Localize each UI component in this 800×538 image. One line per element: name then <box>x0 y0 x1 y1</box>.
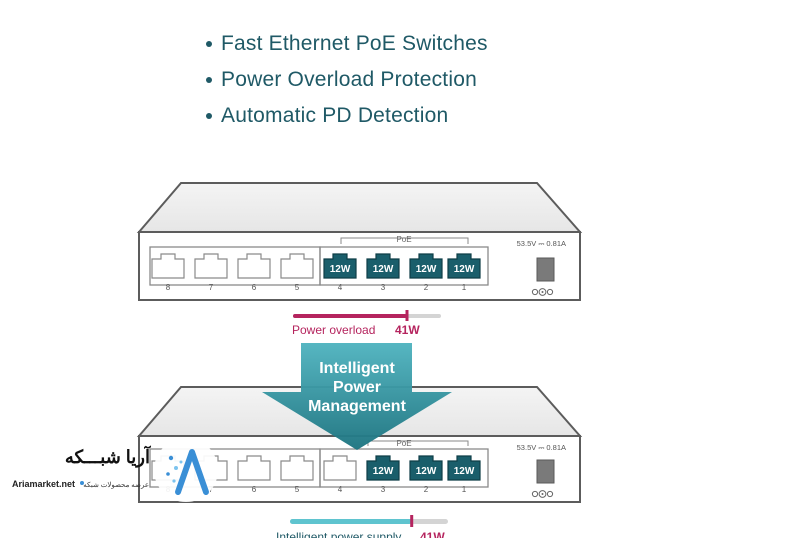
ethernet-port: 8 <box>151 253 185 292</box>
port-load-label: 12W <box>373 466 394 477</box>
port-number: 2 <box>424 485 429 494</box>
port-load-label: 12W <box>454 264 475 275</box>
feature-text: Fast Ethernet PoE Switches <box>221 32 488 55</box>
feature-text: Power Overload Protection <box>221 68 477 91</box>
feature-text: Automatic PD Detection <box>221 104 449 127</box>
feature-item: Automatic PD Detection <box>206 98 488 134</box>
port-number: 4 <box>338 283 343 292</box>
switch-top-lid <box>136 182 583 233</box>
poe-bracket <box>340 237 469 244</box>
power-bar-value: 41W <box>395 323 420 337</box>
bullet-icon <box>206 77 212 83</box>
power-jack-icon <box>531 288 554 296</box>
power-rating: 53.5V ⎓ 0.81A <box>517 443 566 452</box>
ethernet-port: 12W 1 <box>447 253 481 292</box>
ethernet-port: 7 <box>194 253 228 292</box>
bullet-icon <box>206 41 212 47</box>
arrow-text-line: Power <box>333 379 381 396</box>
ethernet-port: 12W 2 <box>409 253 443 292</box>
port-group-poe <box>319 448 489 488</box>
rj45-port-icon <box>194 253 228 279</box>
down-arrow-icon <box>262 343 452 450</box>
power-bar-value: 41W <box>420 530 445 538</box>
ethernet-port: 5 <box>280 455 314 494</box>
port-load-label: 12W <box>416 264 437 275</box>
ethernet-port: 12W 3 <box>366 253 400 292</box>
port-number: 6 <box>252 283 257 292</box>
port-number: 1 <box>462 283 467 292</box>
power-bar-fill <box>293 314 407 318</box>
rj45-port-icon <box>280 253 314 279</box>
port-load-label: 12W <box>330 264 351 275</box>
reset-slot <box>536 459 555 484</box>
ethernet-port: 12W 3 <box>366 455 400 494</box>
feature-list: Fast Ethernet PoE Switches Power Overloa… <box>206 26 488 134</box>
watermark-brand: آریا شبـــکه <box>65 445 152 468</box>
rj45-port-icon <box>447 253 481 279</box>
rj45-port-icon <box>323 253 357 279</box>
ariamarket-watermark: آریا شبـــکه Ariamarket.net عرضه محصولات… <box>12 438 218 502</box>
rj45-port-icon <box>366 253 400 279</box>
port-number: 3 <box>381 283 386 292</box>
rj45-port-icon <box>409 455 443 481</box>
port-number: 1 <box>462 485 467 494</box>
port-number: 2 <box>424 283 429 292</box>
port-group-poe <box>319 246 489 286</box>
reset-slot <box>536 257 555 282</box>
bullet-icon <box>206 113 212 119</box>
rj45-port-icon <box>447 455 481 481</box>
ariamarket-logo-icon <box>166 449 209 495</box>
rj45-port-icon <box>409 253 443 279</box>
power-rating: 53.5V ⎓ 0.81A <box>517 239 566 248</box>
ethernet-port: 12W 1 <box>447 455 481 494</box>
intelligent-power-arrow: Intelligent Power Management <box>262 343 452 450</box>
rj45-port-icon <box>237 253 271 279</box>
ports-top: 8 7 6 5 12W 4 12W 3 12W 2 12W 1 <box>151 253 481 292</box>
port-number: 5 <box>295 283 300 292</box>
ethernet-port: 12W 2 <box>409 455 443 494</box>
rj45-port-icon <box>323 455 357 481</box>
poe-bracket <box>367 440 469 446</box>
port-load-label: 12W <box>373 264 394 275</box>
port-load-label: 12W <box>454 466 475 477</box>
ethernet-port: 5 <box>280 253 314 292</box>
watermark-dot-icon <box>80 481 84 485</box>
rj45-port-icon <box>237 455 271 481</box>
port-number: 4 <box>338 485 343 494</box>
ethernet-port: 4 <box>323 455 357 494</box>
power-bar-supply: Intelligent power supply 41W <box>276 515 448 538</box>
power-bar-marker <box>405 310 409 321</box>
port-number: 6 <box>252 485 257 494</box>
watermark-site: Ariamarket.net <box>12 479 75 489</box>
rj45-port-icon <box>366 455 400 481</box>
power-jack-icon <box>531 490 554 498</box>
feature-item: Power Overload Protection <box>206 62 488 98</box>
power-bar-marker <box>410 515 414 527</box>
port-load-label: 12W <box>416 466 437 477</box>
ethernet-port: 6 <box>237 455 271 494</box>
switch-top: PoE 53.5V ⎓ 0.81A 8 7 6 5 12W 4 12W 3 12W 2 12W 1 <box>136 182 583 301</box>
rj45-port-icon <box>280 455 314 481</box>
power-bar-fill <box>290 519 412 524</box>
watermark-tagline: عرضه محصولات شبکه <box>83 481 149 489</box>
ethernet-port: 12W 4 <box>323 253 357 292</box>
port-number: 3 <box>381 485 386 494</box>
arrow-text-line: Management <box>308 398 406 415</box>
port-number: 5 <box>295 485 300 494</box>
ethernet-port: 6 <box>237 253 271 292</box>
power-bar-overload: Power overload 41W <box>292 310 441 337</box>
poe-label: PoE <box>396 235 411 244</box>
feature-item: Fast Ethernet PoE Switches <box>206 26 488 62</box>
port-number: 7 <box>209 283 214 292</box>
power-bar-label: Power overload <box>292 323 375 337</box>
arrow-text-line: Intelligent <box>319 360 395 377</box>
power-bar-label: Intelligent power supply <box>276 530 401 538</box>
rj45-port-icon <box>151 253 185 279</box>
port-number: 8 <box>166 283 171 292</box>
poe-label: PoE <box>396 439 411 448</box>
